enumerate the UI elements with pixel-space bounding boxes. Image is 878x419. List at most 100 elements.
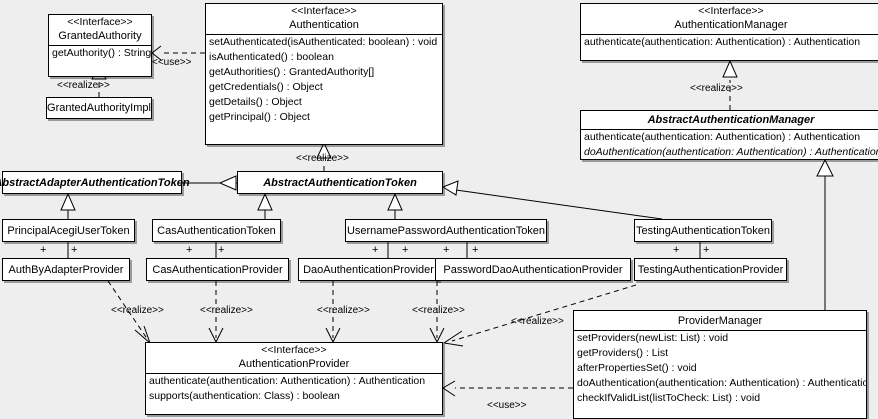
authentication-provider-header: <<Interface>> AuthenticationProvider [146,343,442,373]
triangle-authentication-manager [722,59,738,78]
assoc-plus-marker: + [472,244,479,256]
abstract-adapter-authentication-token-name: AbstractAdapterAuthenticationToken [0,176,190,189]
class-abstract-adapter-authentication-token[interactable]: AbstractAdapterAuthenticationToken [0,171,190,194]
auth-by-adapter-provider-name: AuthByAdapterProvider [8,263,124,276]
authentication-provider-stereotype: <<Interface>> [261,344,327,356]
granted-authority-name: GrantedAuthority [58,30,142,42]
authentication-operations: setAuthenticated(isAuthenticated: boolea… [206,35,442,125]
triangle-authentication [316,141,332,159]
assoc-plus-marker: + [40,244,47,256]
class-cas-authentication-token[interactable]: CasAuthenticationToken [152,219,281,242]
granted-authority-header: <<Interface>> GrantedAuthority [49,15,151,45]
authentication-provider-divider [146,373,442,374]
operation: getPrincipal() : Object [209,111,310,123]
operation: isAuthenticated() : boolean [209,51,334,63]
authentication-manager-divider [581,34,878,35]
operation: checkIfValidList(listToCheck: List) : vo… [577,392,761,404]
class-username-password-authentication-token[interactable]: UsernamePasswordAuthenticationToken [345,219,547,242]
class-testing-authentication-provider[interactable]: TestingAuthenticationProvider [634,258,787,281]
abstract-authentication-manager-name: AbstractAuthenticationManager [647,114,815,126]
class-principal-acegi-user-token[interactable]: PrincipalAcegiUserToken [2,219,135,242]
operation: authenticate(authentication: Authenticat… [584,36,861,48]
assoc-plus-marker: + [218,244,225,256]
class-abstract-authentication-manager[interactable]: AbstractAuthenticationManager authentica… [580,110,878,160]
testing-authentication-token-name: TestingAuthenticationToken [636,224,770,237]
label-realize-cas-authentication-provider: <<realize>> [200,305,253,316]
class-authentication[interactable]: <<Interface>> Authentication setAuthenti… [205,3,443,145]
class-cas-authentication-provider[interactable]: CasAuthenticationProvider [146,258,289,281]
label-realize-auth-by-adapter-provider: <<realize>> [111,305,164,316]
realize-authbyadapter-stem [107,280,149,341]
authentication-manager-header: <<Interface>> AuthenticationManager [581,4,878,34]
authentication-manager-operations: authenticate(authentication: Authenticat… [581,35,878,50]
operation: getDetails() : Object [209,96,302,108]
authentication-stereotype: <<Interface>> [291,5,357,17]
granted-authority-operations: getAuthority() : String [49,46,151,61]
triangle-abstract-token-from-cas [257,192,273,211]
cas-authentication-token-name: CasAuthenticationToken [157,224,276,237]
assoc-plus-marker: + [372,244,379,256]
principal-acegi-user-token-name: PrincipalAcegiUserToken [7,224,130,237]
provider-manager-header: ProviderManager [574,311,866,330]
operation: afterPropertiesSet() : void [577,362,697,374]
class-auth-by-adapter-provider[interactable]: AuthByAdapterProvider [2,258,130,281]
triangle-abstract-token-from-adapter [218,175,237,191]
label-realize-password-dao-authentication-provider: <<realize>> [412,305,465,316]
assoc-plus-marker: + [703,244,710,256]
granted-authority-stereotype: <<Interface>> [67,16,133,28]
label-use-authentication-granted-authority: <<use>> [152,57,192,68]
abstract-authentication-manager-header: AbstractAuthenticationManager [581,111,878,129]
provider-manager-operations: setProviders(newList: List) : void getPr… [574,331,866,406]
triangle-adapter-token [60,192,76,211]
class-testing-authentication-token[interactable]: TestingAuthenticationToken [634,219,772,242]
assoc-plus-marker: + [402,244,409,256]
gen-testing-token-line [455,189,663,220]
label-realize-testing-authentication-provider: <<realize>> [511,316,564,327]
assoc-plus-marker: + [443,244,450,256]
operation: getAuthorities() : GrantedAuthority[] [209,66,375,78]
label-realize-granted-authority-impl: <<realize>> [57,80,110,91]
label-realize-dao-authentication-provider: <<realize>> [317,305,370,316]
abstract-authentication-manager-divider [581,129,878,130]
abstract-authentication-token-name: AbstractAuthenticationToken [263,176,417,189]
authentication-divider [206,34,442,35]
operation: setProviders(newList: List) : void [577,332,729,344]
granted-authority-divider [49,45,151,46]
assoc-plus-marker: + [186,244,193,256]
provider-manager-divider [574,330,866,331]
triangle-abstract-token-from-userpass [387,192,403,211]
authentication-manager-stereotype: <<Interface>> [698,5,764,17]
operation: doAuthentication(authentication: Authent… [577,377,866,389]
testing-authentication-provider-name: TestingAuthenticationProvider [637,263,784,276]
password-dao-authentication-provider-name: PasswordDaoAuthenticationProvider [443,263,623,276]
class-granted-authority-impl[interactable]: GrantedAuthorityImpl [46,97,152,119]
authentication-provider-operations: authenticate(authentication: Authenticat… [146,374,442,404]
operation: getProviders() : List [577,347,669,359]
arrowhead-realize-testing-provider [442,330,464,347]
class-password-dao-authentication-provider[interactable]: PasswordDaoAuthenticationProvider [435,258,631,281]
class-granted-authority[interactable]: <<Interface>> GrantedAuthority getAuthor… [48,14,152,77]
class-authentication-provider[interactable]: <<Interface>> AuthenticationProvider aut… [145,342,443,415]
arrowhead-use-authentication-provider [442,380,456,397]
class-provider-manager[interactable]: ProviderManager setProviders(newList: Li… [573,310,867,419]
operation: supports(authentication: Class) : boolea… [149,390,340,402]
cas-authentication-provider-name: CasAuthenticationProvider [152,263,283,276]
arrowhead-use-granted-authority [151,45,162,61]
class-dao-authentication-provider[interactable]: DaoAuthenticationProvider [298,258,439,281]
arrowhead-realize-authbyadapter [134,325,152,345]
operation: getAuthority() : String [52,47,151,59]
triangle-abstract-token-from-testing [441,180,459,196]
triangle-abstract-manager-from-provider-manager [816,158,834,177]
operation: doAuthentication(authentication: Authent… [584,146,878,158]
operation: authenticate(authentication: Authenticat… [149,375,426,387]
assoc-plus-marker: + [673,244,680,256]
granted-authority-impl-name: GrantedAuthorityImpl [47,102,151,114]
assoc-plus-marker: + [71,244,78,256]
authentication-header: <<Interface>> Authentication [206,4,442,34]
class-authentication-manager[interactable]: <<Interface>> AuthenticationManager auth… [580,3,878,61]
operation: setAuthenticated(isAuthenticated: boolea… [209,36,438,48]
username-password-authentication-token-name: UsernamePasswordAuthenticationToken [346,224,546,237]
class-abstract-authentication-token[interactable]: AbstractAuthenticationToken [237,171,443,194]
